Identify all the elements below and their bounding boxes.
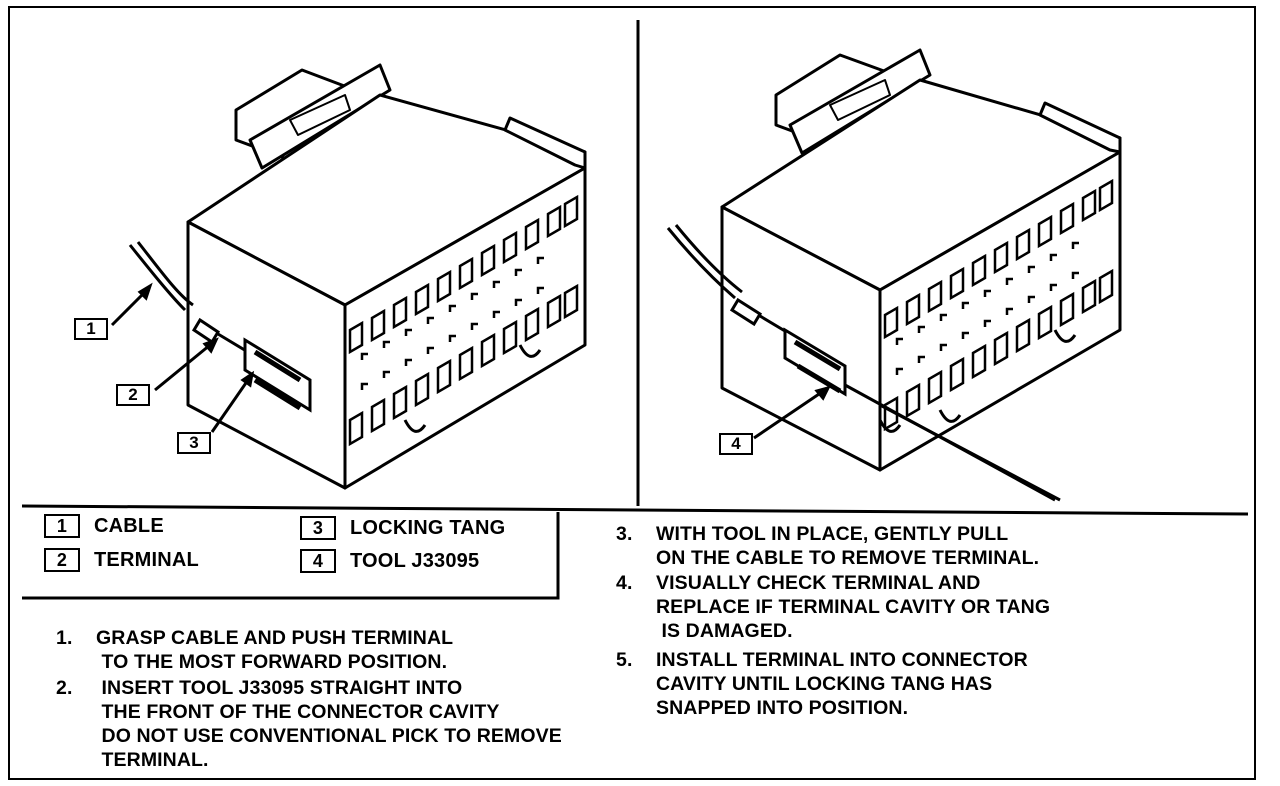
step-text: INSTALL TERMINAL INTO CONNECTOR CAVITY U… bbox=[656, 649, 1028, 719]
legend-number-box: 3 bbox=[300, 516, 336, 540]
left-cable-assembly bbox=[128, 241, 542, 433]
left-leader-lines bbox=[110, 282, 255, 433]
diagram-frame bbox=[8, 6, 1256, 780]
legend-label: LOCKING TANG bbox=[350, 516, 506, 539]
step-4: 4. VISUALLY CHECK TERMINAL AND REPLACE I… bbox=[616, 571, 1176, 646]
step-number: 1. bbox=[56, 627, 73, 649]
connector-left bbox=[186, 63, 587, 490]
legend-label: TOOL J33095 bbox=[350, 549, 480, 572]
callout-4: 4 bbox=[719, 433, 753, 455]
step-text: WITH TOOL IN PLACE, GENTLY PULL ON THE C… bbox=[656, 523, 1040, 569]
legend-label: CABLE bbox=[94, 514, 164, 537]
connector-right-pins bbox=[895, 241, 1079, 375]
step-number: 3. bbox=[616, 523, 633, 545]
step-text: VISUALLY CHECK TERMINAL AND REPLACE IF T… bbox=[656, 572, 1051, 642]
legend-number-box: 2 bbox=[44, 548, 80, 572]
legend-item-terminal: 2 TERMINAL bbox=[44, 548, 199, 572]
right-cable-tool-assembly bbox=[666, 224, 1077, 502]
legend-number-box: 1 bbox=[44, 514, 80, 538]
callout-1: 1 bbox=[74, 318, 108, 340]
step-text: GRASP CABLE AND PUSH TERMINAL TO THE MOS… bbox=[96, 627, 454, 673]
legend-item-cable: 1 CABLE bbox=[44, 514, 164, 538]
connector-right bbox=[720, 48, 1122, 472]
step-1: 1. GRASP CABLE AND PUSH TERMINAL TO THE … bbox=[56, 626, 576, 676]
legend-number-box: 4 bbox=[300, 549, 336, 573]
callout-3: 3 bbox=[177, 432, 211, 454]
right-leader-lines bbox=[753, 385, 831, 440]
step-3: 3. WITH TOOL IN PLACE, GENTLY PULL ON TH… bbox=[616, 522, 1176, 572]
panel-divider-horizontal bbox=[21, 504, 1249, 516]
connector-left-cavities bbox=[348, 194, 579, 447]
legend-item-locking-tang: 3 LOCKING TANG bbox=[300, 516, 505, 540]
connector-left-pins bbox=[360, 256, 544, 390]
step-5: 5. INSTALL TERMINAL INTO CONNECTOR CAVIT… bbox=[616, 648, 1176, 723]
step-number: 2. bbox=[56, 677, 73, 699]
legend-item-tool: 4 TOOL J33095 bbox=[300, 549, 479, 573]
step-text: INSERT TOOL J33095 STRAIGHT INTO THE FRO… bbox=[101, 677, 562, 771]
connector-right-cavities bbox=[883, 178, 1114, 432]
legend-label: TERMINAL bbox=[94, 548, 199, 571]
step-2: 2. INSERT TOOL J33095 STRAIGHT INTO THE … bbox=[56, 676, 616, 776]
legend-box-border bbox=[22, 512, 560, 600]
callout-2: 2 bbox=[116, 384, 150, 406]
step-number: 5. bbox=[616, 649, 633, 671]
step-number: 4. bbox=[616, 572, 633, 594]
